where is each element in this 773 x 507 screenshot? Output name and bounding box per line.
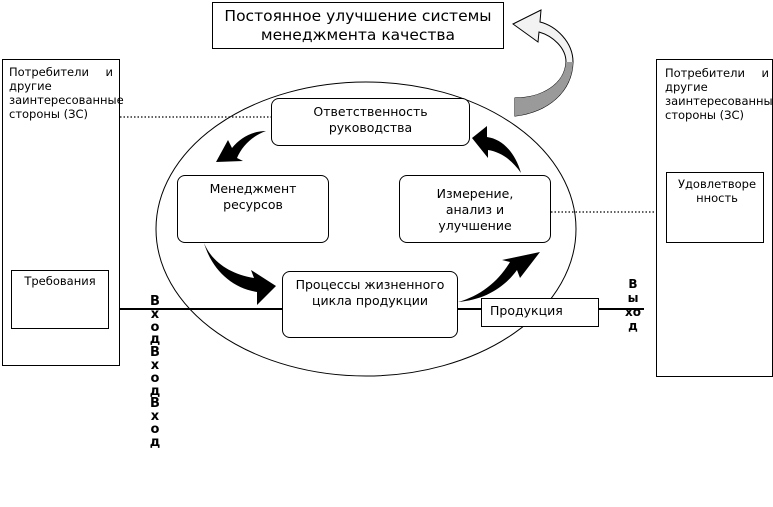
curved-arrow-icon [458, 252, 540, 302]
product-lifecycle-box: Процессы жизненного цикла продукции [282, 271, 458, 338]
product-label: Продукция [490, 303, 563, 318]
management-responsibility-box: Ответственность руководства [271, 98, 470, 146]
measurement-analysis-box: Измерение, анализ и улучшение [399, 175, 551, 243]
curved-arrow-icon [216, 131, 266, 162]
qms-cycle-ellipse [155, 81, 577, 377]
input-label: ВходВходВход [149, 294, 161, 450]
satisfaction-box: Удовлетворенность [666, 172, 764, 243]
curved-arrow-icon [472, 126, 521, 173]
product-lifecycle-label: Процессы жизненного цикла продукции [295, 277, 445, 308]
title-box: Постоянное улучшение системы менеджмента… [212, 2, 504, 49]
diagram-title: Постоянное улучшение системы менеджмента… [224, 6, 492, 44]
management-responsibility-label: Ответственность руководства [313, 104, 428, 135]
resource-management-box: Менеджмент ресурсов [177, 175, 329, 243]
measurement-analysis-label: Измерение, анализ и улучшение [436, 186, 514, 233]
resource-management-label: Менеджмент ресурсов [209, 181, 297, 212]
satisfaction-label: Удовлетворенность [677, 177, 757, 205]
left-stakeholders-label: Потребители и другие заинтересованные ст… [9, 65, 124, 121]
arrow-shadow [515, 62, 573, 116]
right-stakeholders-label: Потребители и другие заинтересованные ст… [665, 66, 773, 122]
product-box: Продукция [481, 298, 599, 327]
curved-arrow-icon [204, 243, 276, 305]
requirements-label: Требования [24, 274, 96, 288]
requirements-box: Требования [11, 270, 109, 329]
output-label: Выход [625, 277, 641, 333]
